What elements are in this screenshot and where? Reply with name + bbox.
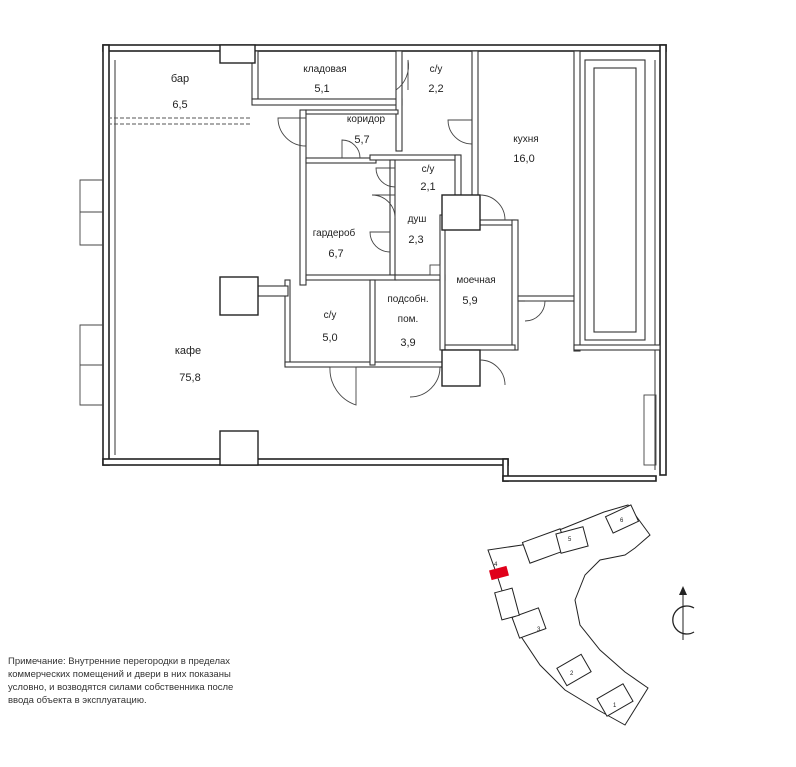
outer-walls <box>102 44 667 482</box>
room-area-kitchen: 16,0 <box>513 153 534 165</box>
key-section-6: 6 <box>620 518 624 524</box>
key-plan: 1 2 3 4 5 6 <box>487 504 651 726</box>
north-arrow-icon <box>672 586 695 640</box>
key-section-3: 3 <box>537 627 541 633</box>
room-name-utility-2: пом. <box>398 314 419 325</box>
room-name-corridor: коридор <box>347 114 386 125</box>
columns <box>219 44 481 466</box>
room-name-wc-2: с/у <box>422 164 435 175</box>
note-line-4: ввода объекта в эксплуатацию. <box>8 695 147 706</box>
room-area-wardrobe: 6,7 <box>328 248 343 260</box>
doors <box>277 59 657 466</box>
room-area-corridor: 5,7 <box>354 134 369 146</box>
key-section-4: 4 <box>494 562 498 568</box>
left-windows <box>79 179 103 406</box>
room-name-utility: подсобн. <box>387 293 428 305</box>
room-area-wc-2: 2,1 <box>420 181 435 193</box>
room-name-cafe: кафе <box>175 345 201 357</box>
kitchen-counter <box>584 59 646 341</box>
room-area-cafe: 75,8 <box>179 372 200 384</box>
room-name-washroom: моечная <box>456 275 495 286</box>
partitions <box>251 50 661 368</box>
note-line-3: условно, и возводятся силами собственник… <box>8 682 234 693</box>
room-area-bar: 6,5 <box>172 99 187 111</box>
room-area-storage: 5,1 <box>314 83 329 95</box>
room-name-wc-1: с/у <box>430 64 443 75</box>
key-section-1: 1 <box>613 703 617 709</box>
room-area-shower: 2,3 <box>408 234 423 246</box>
room-name-shower: душ <box>408 214 427 225</box>
room-labels: бар 6,5 кладовая 5,1 с/у 2,2 коридор 5,7… <box>171 64 539 384</box>
room-name-wardrobe: гардероб <box>313 227 356 239</box>
note-line-1: Примечание: Внутренние перегородки в пре… <box>8 656 231 667</box>
room-area-washroom: 5,9 <box>462 295 477 307</box>
room-area-wc-3: 5,0 <box>322 332 337 344</box>
room-name-kitchen: кухня <box>513 134 538 145</box>
footnote: Примечание: Внутренние перегородки в пре… <box>8 655 338 707</box>
note-line-2: коммерческих помещений и двери в них пок… <box>8 669 231 680</box>
key-section-2: 2 <box>570 671 574 677</box>
bar-divider <box>108 117 252 125</box>
key-plan-highlight <box>489 565 509 581</box>
room-name-wc-3: с/у <box>324 310 337 321</box>
room-area-utility: 3,9 <box>400 337 415 349</box>
room-name-bar: бар <box>171 73 189 85</box>
room-area-wc-1: 2,2 <box>428 83 443 95</box>
key-section-5: 5 <box>568 537 572 543</box>
room-name-storage: кладовая <box>303 64 346 75</box>
